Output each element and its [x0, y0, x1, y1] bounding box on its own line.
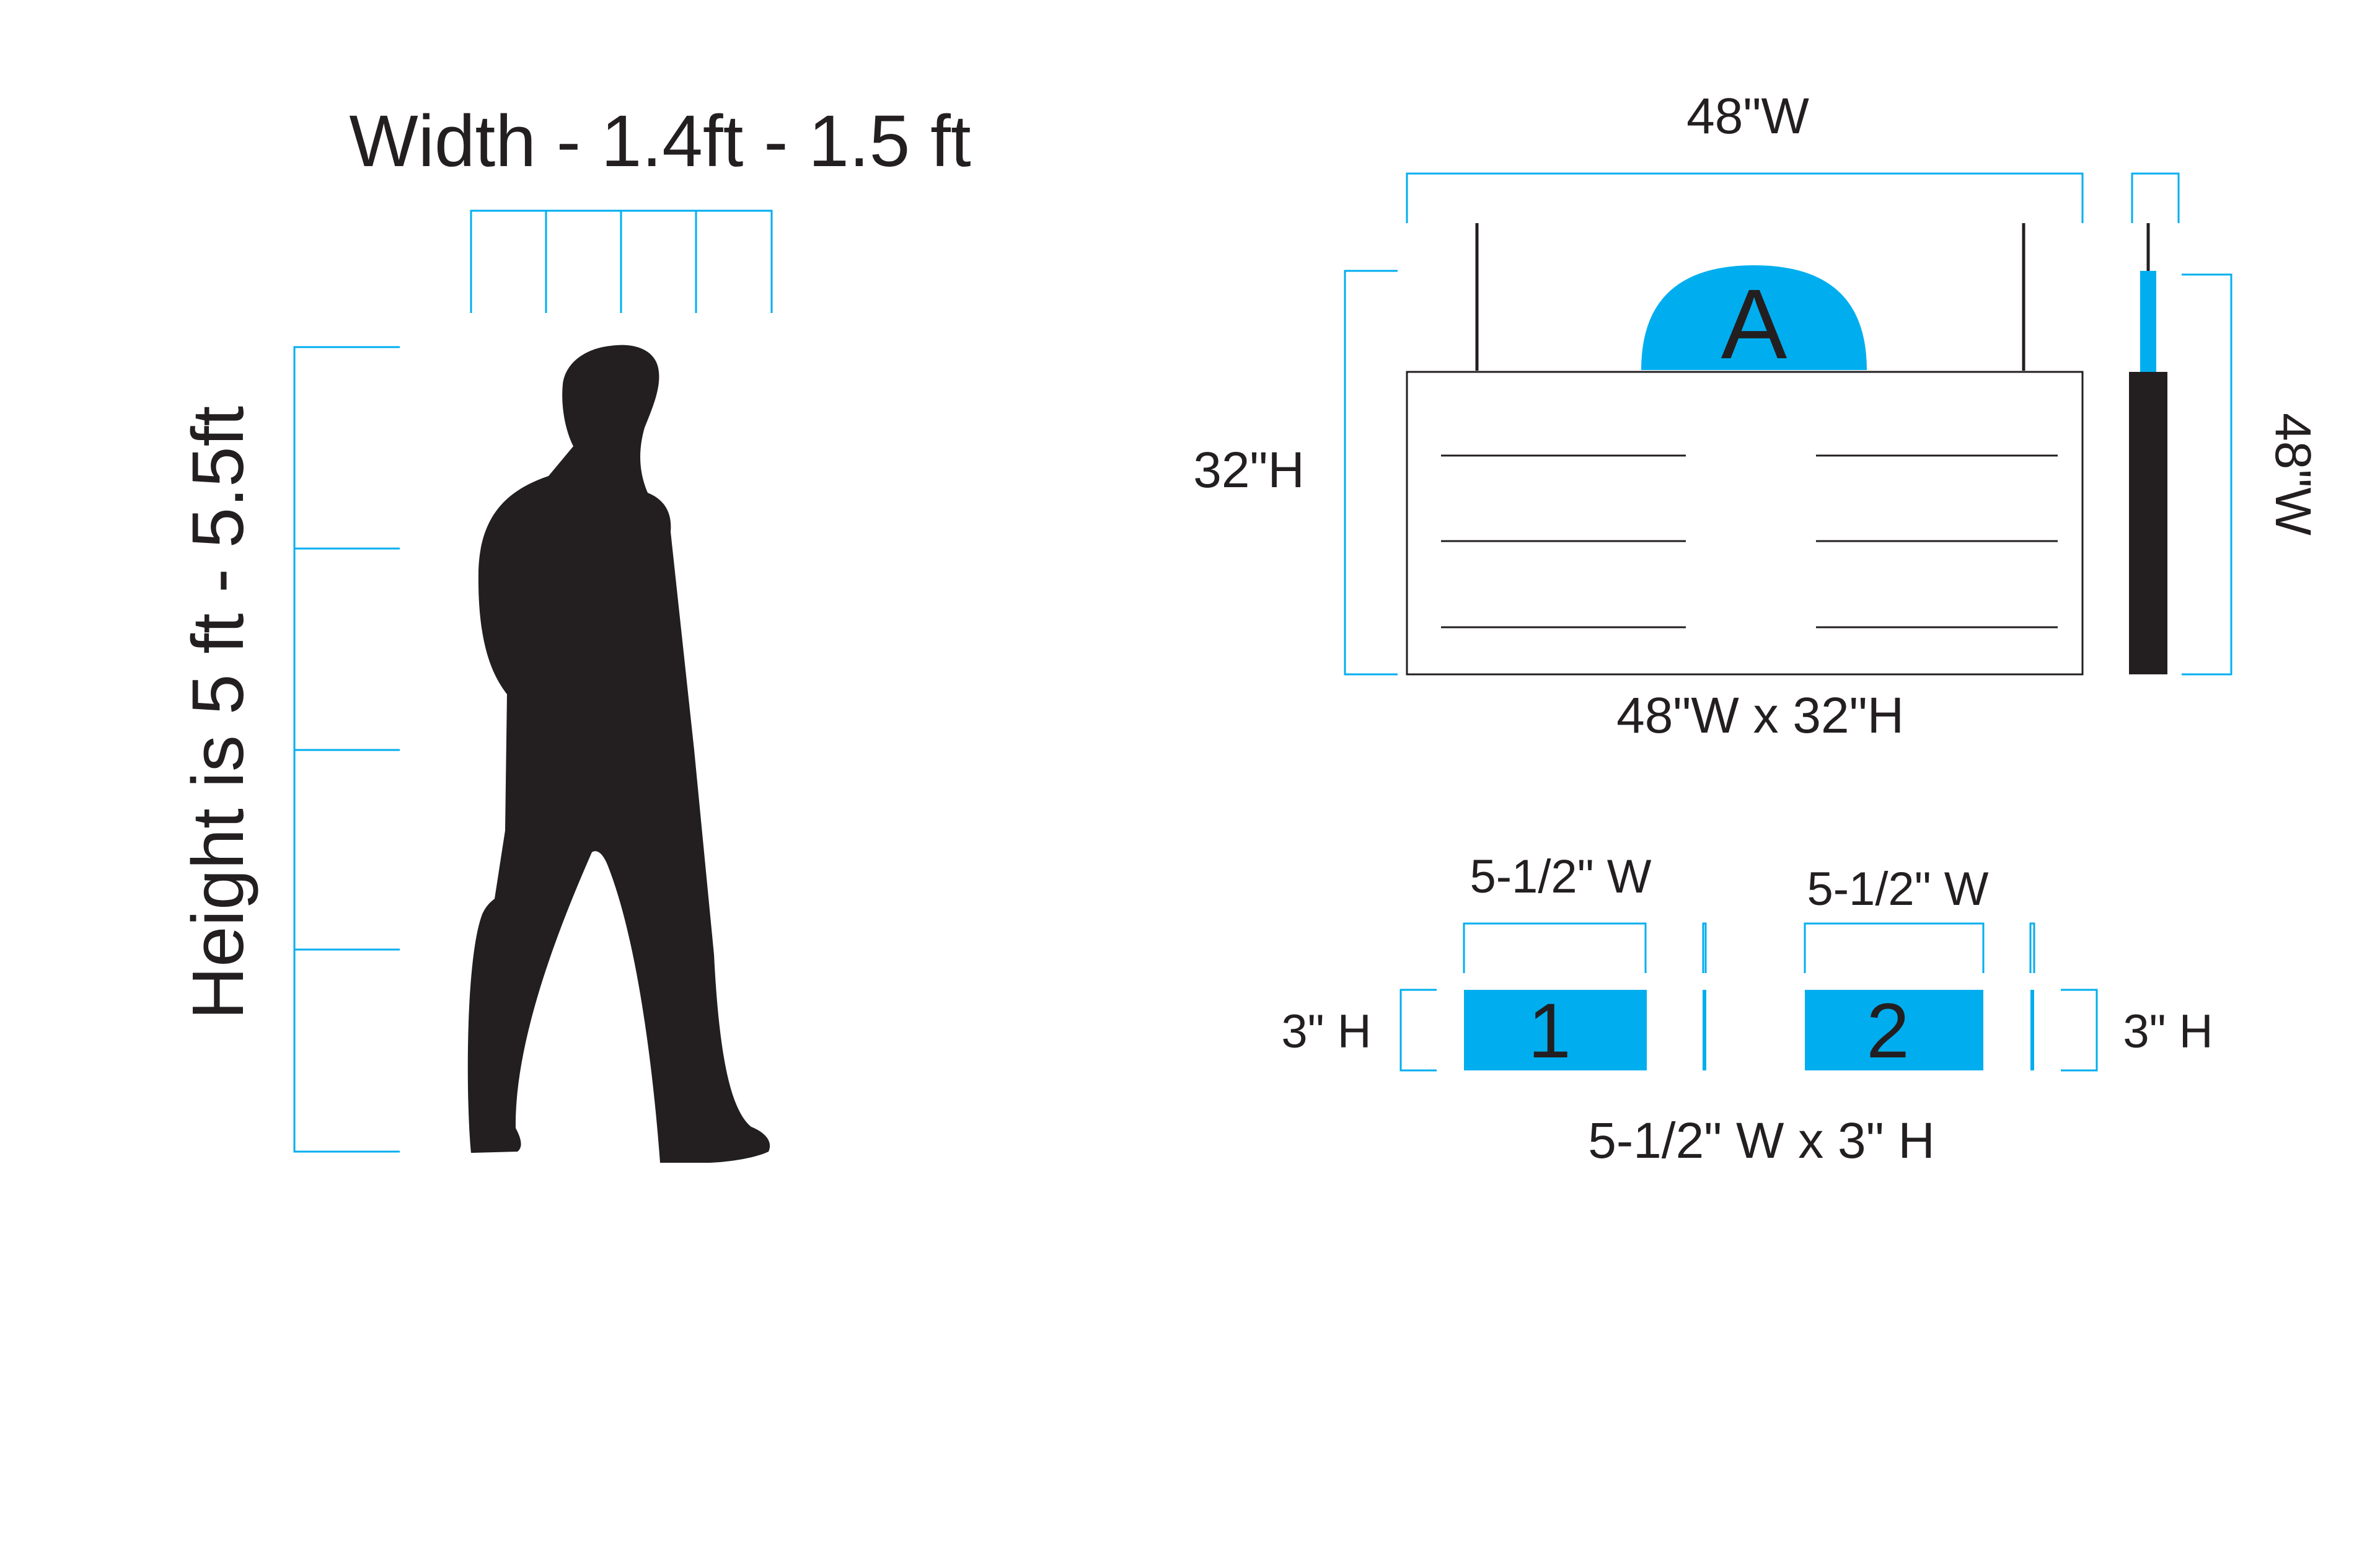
plate2-side-view [2029, 922, 2035, 1070]
plate1-height-label: 3" H [1281, 1005, 1371, 1058]
plate2-height-label: 3" H [2123, 1005, 2213, 1058]
plate2-number: 2 [1866, 988, 1910, 1074]
sign-side-height-bracket [2182, 273, 2232, 676]
sign-side-label: 48"W [2265, 413, 2321, 536]
sign-height-bracket [1344, 270, 1398, 676]
plate1-width-bracket [1463, 922, 1647, 973]
person-height-scale [293, 346, 400, 1153]
plate1-side-view [1702, 922, 1707, 1070]
plate-size-label: 5-1/2" W x 3" H [1588, 1113, 1934, 1169]
plate2-height-bracket [2061, 989, 2098, 1072]
plate2-width-bracket [1804, 922, 1985, 973]
person-width-label: Width - 1.4ft - 1.5 ft [349, 100, 971, 182]
sign-letter-dome [1641, 265, 1867, 370]
sign-top-width-bracket [1406, 172, 2084, 223]
sign-hanging-rods [1475, 223, 2025, 371]
plate2 [1805, 990, 1983, 1070]
person-silhouette [467, 345, 770, 1163]
person-height-label: Height is 5 ft - 5.5ft [177, 406, 259, 1020]
sign-panel-lines [1441, 454, 2058, 628]
plate1 [1464, 990, 1647, 1070]
sign-side-view [2129, 223, 2167, 674]
sign-side-width-bracket [2131, 172, 2180, 223]
person-width-scale [470, 209, 773, 313]
sign-top-width-label: 48"W [1686, 88, 1809, 144]
plate1-width-label: 5-1/2" W [1470, 850, 1651, 903]
plate1-number: 1 [1528, 988, 1571, 1074]
plate2-width-label: 5-1/2" W [1807, 863, 1988, 915]
sign-panel [1406, 371, 2084, 676]
plate1-height-bracket [1399, 989, 1437, 1072]
sign-letter: A [1721, 268, 1787, 379]
sign-height-label: 32"H [1193, 442, 1305, 498]
sign-size-label: 48"W x 32"H [1616, 687, 1904, 744]
